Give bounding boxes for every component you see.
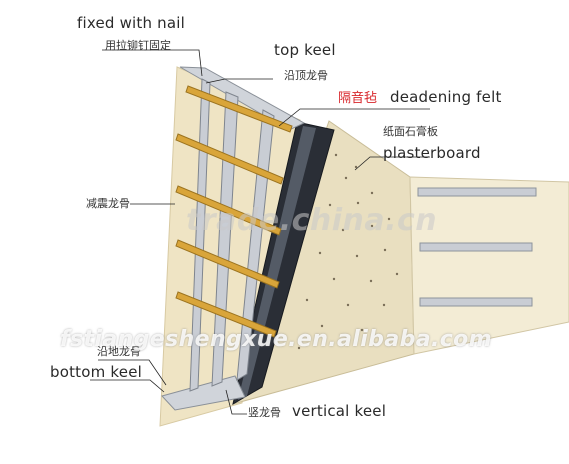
label-top-keel-cn: 沿顶龙骨 [284, 69, 328, 82]
right-keel-stubs [417, 187, 537, 307]
label-damping-keel-cn: 减震龙骨 [86, 197, 130, 210]
label-floor-keel-cn: 沿地龙骨 [97, 345, 141, 358]
watermark-company: fstiangeshengxue.en.alibaba.com [60, 327, 493, 352]
label-vertical-keel-cn: 竖龙骨 [248, 406, 281, 419]
label-plasterboard-cn: 纸面石膏板 [383, 125, 438, 138]
label-bottom-keel: bottom keel [50, 363, 142, 381]
watermark-site: trade.china.cn [186, 203, 438, 238]
label-plasterboard: plasterboard [383, 144, 481, 162]
label-vertical-keel: vertical keel [292, 402, 387, 420]
label-fixed-with-nail: fixed with nail [77, 14, 186, 32]
damping-keels [175, 85, 293, 338]
outer-board [409, 176, 569, 355]
label-top-keel: top keel [274, 41, 336, 59]
top-keel-rail [179, 66, 306, 131]
label-fixed-with-nail-cn: 用拉铆钉固定 [105, 39, 171, 52]
deadening-felt-highlight [238, 126, 316, 400]
bottom-keel-rail [161, 375, 246, 411]
leader-lines [90, 49, 430, 415]
label-deadening-felt-cn: 隔音毡 [338, 91, 378, 106]
label-deadening-felt: deadening felt [390, 88, 502, 106]
plasterboard-nails [297, 153, 399, 350]
